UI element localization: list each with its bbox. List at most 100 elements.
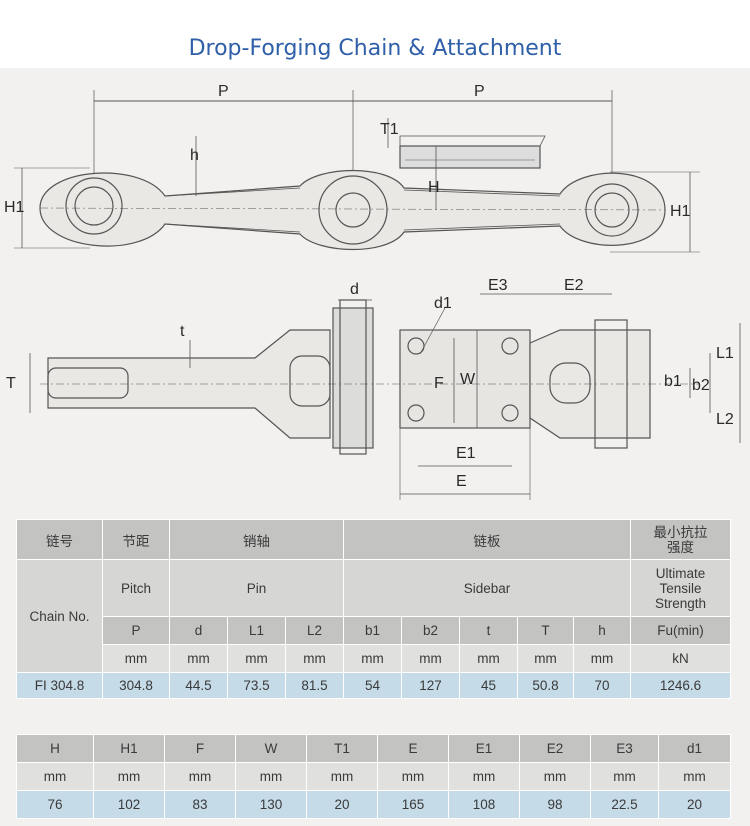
symbol-cell: d: [169, 616, 228, 645]
value-cell: 50.8: [517, 672, 575, 699]
cn-pitch: 节距: [102, 519, 170, 560]
label-l1: L1: [716, 345, 734, 362]
value-cell: FI 304.8: [16, 672, 103, 699]
value-cell: 98: [519, 790, 591, 819]
symbol-cell: T: [517, 616, 575, 645]
label-t: T: [6, 375, 16, 392]
header-cell: W: [235, 734, 307, 763]
header-cell: T1: [306, 734, 378, 763]
unit-cell: mm: [284, 644, 345, 673]
unit-cell: mm: [377, 762, 449, 791]
header-cell: F: [164, 734, 236, 763]
symbol-cell: P: [102, 616, 170, 645]
label-d: d: [350, 281, 359, 298]
label-e3: E3: [488, 277, 508, 294]
strength-header: Ultimate Tensile Strength: [630, 559, 732, 617]
value-cell: 1246.6: [630, 672, 732, 699]
label-f: F: [434, 375, 444, 392]
label-d1: d1: [434, 295, 452, 312]
value-cell: 130: [235, 790, 307, 819]
unit-cell: mm: [93, 762, 165, 791]
label-p-left: P: [218, 83, 229, 100]
chain-drawing: P P h T1 H H1 H1 d d1 E3 E2 t T F W E1 E…: [0, 68, 750, 518]
value-cell: 44.5: [169, 672, 228, 699]
sidebar-header: Sidebar: [343, 559, 632, 617]
cn-strength: 最小抗拉强度: [630, 519, 732, 560]
unit-cell: kN: [630, 644, 732, 673]
label-e: E: [456, 473, 467, 490]
value-cell: 54: [343, 672, 403, 699]
label-h1-right: H1: [670, 203, 691, 220]
value-cell: 70: [573, 672, 632, 699]
value-cell: 45: [459, 672, 519, 699]
table-row: FI 304.8 304.8 44.5 73.5 81.5 54 127 45 …: [16, 672, 732, 699]
pitch-header: Pitch: [102, 559, 170, 617]
chain-no-header: Chain No.: [16, 559, 103, 673]
unit-cell: mm: [227, 644, 286, 673]
value-cell: 22.5: [590, 790, 659, 819]
unit-cell: mm: [517, 644, 575, 673]
pin-header: Pin: [168, 559, 345, 617]
label-e2: E2: [564, 277, 584, 294]
header-cell: H1: [93, 734, 165, 763]
unit-cell: mm: [459, 644, 519, 673]
value-cell: 20: [306, 790, 378, 819]
label-t1: T1: [380, 121, 399, 138]
technical-drawing: P P h T1 H H1 H1 d d1 E3 E2 t T F W E1 E…: [4, 83, 741, 500]
label-h: H: [428, 179, 440, 196]
label-b2: b2: [692, 377, 710, 394]
header-cell: d1: [658, 734, 731, 763]
title-bar: Drop-Forging Chain & Attachment: [0, 0, 750, 68]
cn-sidebar: 链板: [343, 519, 632, 560]
unit-cell: mm: [102, 644, 170, 673]
unit-cell: mm: [235, 762, 307, 791]
symbol-cell: b2: [401, 616, 461, 645]
label-e1: E1: [456, 445, 476, 462]
table-row: 76 102 83 130 20 165 108 98 22.5 20: [16, 790, 731, 819]
value-cell: 81.5: [284, 672, 345, 699]
label-h1-left: H1: [4, 199, 25, 216]
value-cell: 304.8: [102, 672, 170, 699]
unit-cell: mm: [658, 762, 731, 791]
header-cell: E1: [448, 734, 520, 763]
unit-cell: mm: [169, 644, 228, 673]
unit-cell: mm: [590, 762, 659, 791]
symbol-cell: L1: [227, 616, 286, 645]
cn-pin: 销轴: [168, 519, 345, 560]
value-cell: 20: [658, 790, 731, 819]
header-cell: E2: [519, 734, 591, 763]
unit-cell: mm: [401, 644, 461, 673]
value-cell: 108: [448, 790, 520, 819]
unit-cell: mm: [16, 762, 94, 791]
value-cell: 76: [16, 790, 94, 819]
header-cell: H: [16, 734, 94, 763]
label-p-right: P: [474, 83, 485, 100]
value-cell: 127: [401, 672, 461, 699]
cn-chain-no: 链号: [16, 519, 103, 560]
label-h-small: h: [190, 147, 199, 164]
symbol-cell: b1: [343, 616, 403, 645]
unit-cell: mm: [519, 762, 591, 791]
value-cell: 102: [93, 790, 165, 819]
spec-table-1: 链号 节距 销轴 链板 最小抗拉强度 Chain No. Pitch Pin S…: [16, 519, 732, 699]
page-title: Drop-Forging Chain & Attachment: [188, 36, 562, 61]
label-l2: L2: [716, 411, 734, 428]
unit-cell: mm: [343, 644, 403, 673]
unit-cell: mm: [448, 762, 520, 791]
value-cell: 83: [164, 790, 236, 819]
header-cell: E: [377, 734, 449, 763]
symbol-cell: h: [573, 616, 632, 645]
label-b1: b1: [664, 373, 682, 390]
label-t-small: t: [180, 323, 185, 340]
spec-table-2: H H1 F W T1 E E1 E2 E3 d1 mm mm mm mm mm…: [16, 734, 731, 819]
unit-cell: mm: [573, 644, 632, 673]
value-cell: 73.5: [227, 672, 286, 699]
label-w: W: [460, 371, 476, 388]
symbol-cell: Fu(min): [630, 616, 732, 645]
unit-cell: mm: [164, 762, 236, 791]
header-cell: E3: [590, 734, 659, 763]
symbol-cell: t: [459, 616, 519, 645]
symbol-cell: L2: [284, 616, 345, 645]
unit-cell: mm: [306, 762, 378, 791]
value-cell: 165: [377, 790, 449, 819]
